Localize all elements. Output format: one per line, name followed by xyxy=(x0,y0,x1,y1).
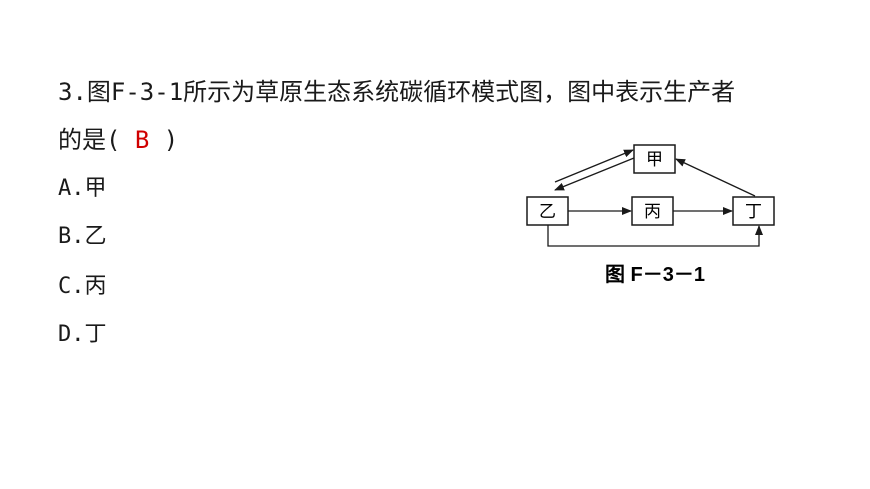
node-bing-label: 丙 xyxy=(644,202,661,222)
arrow-jia-to-yi xyxy=(554,157,635,191)
question-prefix: 的是( xyxy=(58,126,135,154)
question-suffix: ) xyxy=(149,126,179,154)
option-b[interactable]: B.乙 xyxy=(58,224,107,249)
node-ding: 丁 xyxy=(732,196,775,226)
figure-caption: 图 F－3－1 xyxy=(605,263,705,286)
arrow-yi-to-jia xyxy=(554,149,634,183)
node-ding-label: 丁 xyxy=(745,202,762,222)
node-yi-label: 乙 xyxy=(539,202,556,222)
answer-text: B xyxy=(134,126,150,154)
option-c[interactable]: C.丙 xyxy=(58,274,107,299)
node-jia-label: 甲 xyxy=(646,150,663,170)
option-a[interactable]: A.甲 xyxy=(58,176,107,201)
option-d[interactable]: D.丁 xyxy=(58,322,107,347)
question-line-1: 3.图F-3-1所示为草原生态系统碳循环模式图，图中表示生产者 xyxy=(58,78,736,106)
node-bing: 丙 xyxy=(631,196,674,226)
arrow-ding-to-jia xyxy=(675,158,756,197)
node-jia: 甲 xyxy=(633,144,676,174)
question-line-2: 的是( B ) xyxy=(58,124,178,156)
arrow-yi-to-ding xyxy=(547,225,763,247)
node-yi: 乙 xyxy=(526,196,569,226)
carbon-cycle-diagram: 甲 乙 丙 丁 图 F－3－1 xyxy=(526,144,775,286)
